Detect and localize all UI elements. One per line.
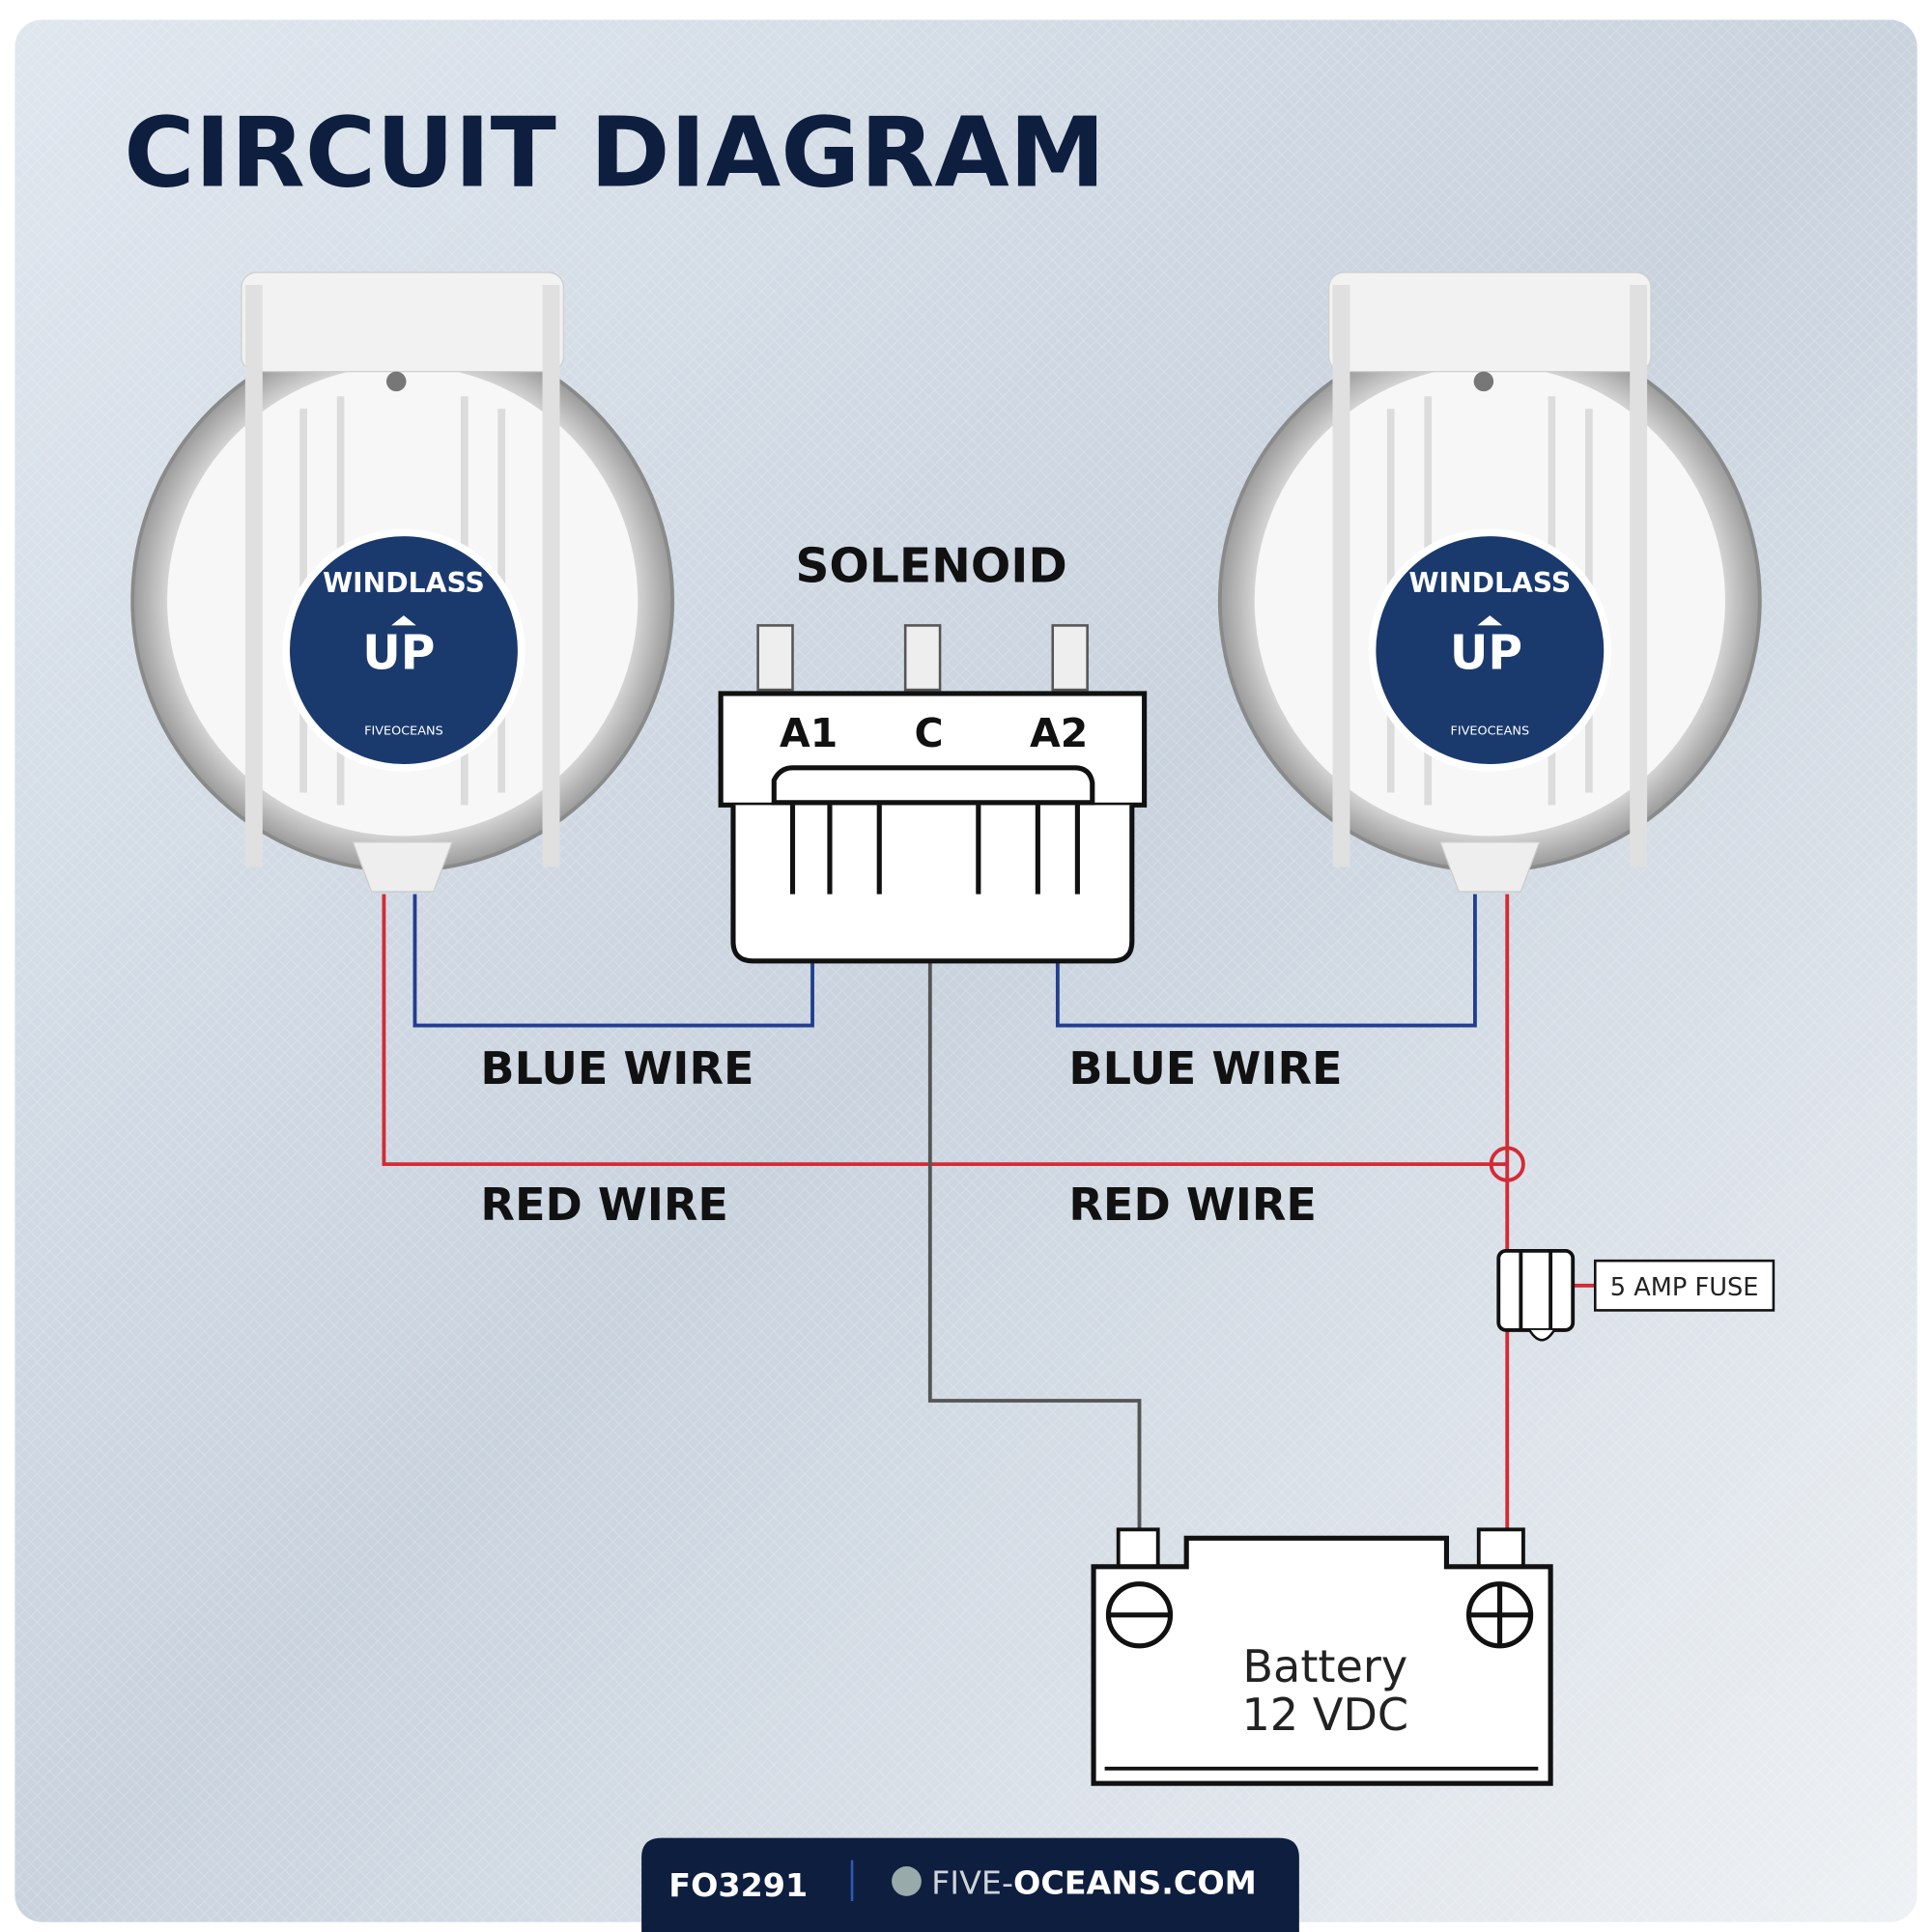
switch-badge[interactable] — [1368, 528, 1611, 772]
solenoid: SOLENOID A1 C A2 — [718, 540, 1148, 964]
ground-wire — [927, 854, 1142, 1530]
website-link[interactable]: FIVE-OCEANS.COM — [931, 1863, 1257, 1901]
terminal-c: C — [914, 710, 943, 756]
switch-badge[interactable] — [282, 528, 526, 772]
five-oceans-logo-icon — [892, 1866, 922, 1896]
red-wire-label-left: RED WIRE — [480, 1179, 728, 1231]
brand-text: FIVEOCEANS — [364, 724, 443, 738]
fuse-label: 5 AMP FUSE — [1610, 1273, 1759, 1302]
solenoid-label: SOLENOID — [795, 540, 1067, 594]
windlass-switch-right: WINDLASS UP FIVEOCEANS — [1217, 271, 1762, 893]
brand-text: FIVEOCEANS — [1450, 724, 1529, 738]
up-text: UP — [1450, 626, 1522, 680]
red-wire-left — [382, 894, 1508, 1167]
up-text: UP — [362, 626, 435, 680]
negative-terminal-icon — [1105, 1581, 1174, 1649]
footer-bar: FO3291 FIVE-OCEANS.COM — [641, 1837, 1299, 1932]
terminal-a2: A2 — [1030, 710, 1088, 756]
up-arrow-icon — [391, 615, 416, 626]
positive-terminal-icon — [1465, 1581, 1534, 1649]
up-arrow-icon — [1477, 615, 1503, 626]
blue-wire-label-left: BLUE WIRE — [480, 1042, 753, 1094]
battery: Battery 12 VDC — [1091, 1527, 1553, 1786]
windlass-switch-left: WINDLASS UP FIVEOCEANS — [130, 271, 675, 893]
red-wire-label-right: RED WIRE — [1068, 1179, 1317, 1231]
product-code: FO3291 — [668, 1866, 808, 1904]
blue-wire-label-right: BLUE WIRE — [1068, 1042, 1342, 1094]
windlass-text: WINDLASS — [323, 567, 485, 599]
terminal-a1: A1 — [780, 710, 838, 756]
battery-voltage: 12 VDC — [1241, 1689, 1408, 1741]
page-title: CIRCUIT DIAGRAM — [124, 96, 1105, 209]
fuse-label-box — [1594, 1259, 1776, 1312]
fuse-holder-icon — [1496, 1248, 1576, 1342]
windlass-text: WINDLASS — [1408, 567, 1571, 599]
junction — [1489, 1146, 1525, 1182]
battery-label: Battery — [1242, 1640, 1407, 1692]
